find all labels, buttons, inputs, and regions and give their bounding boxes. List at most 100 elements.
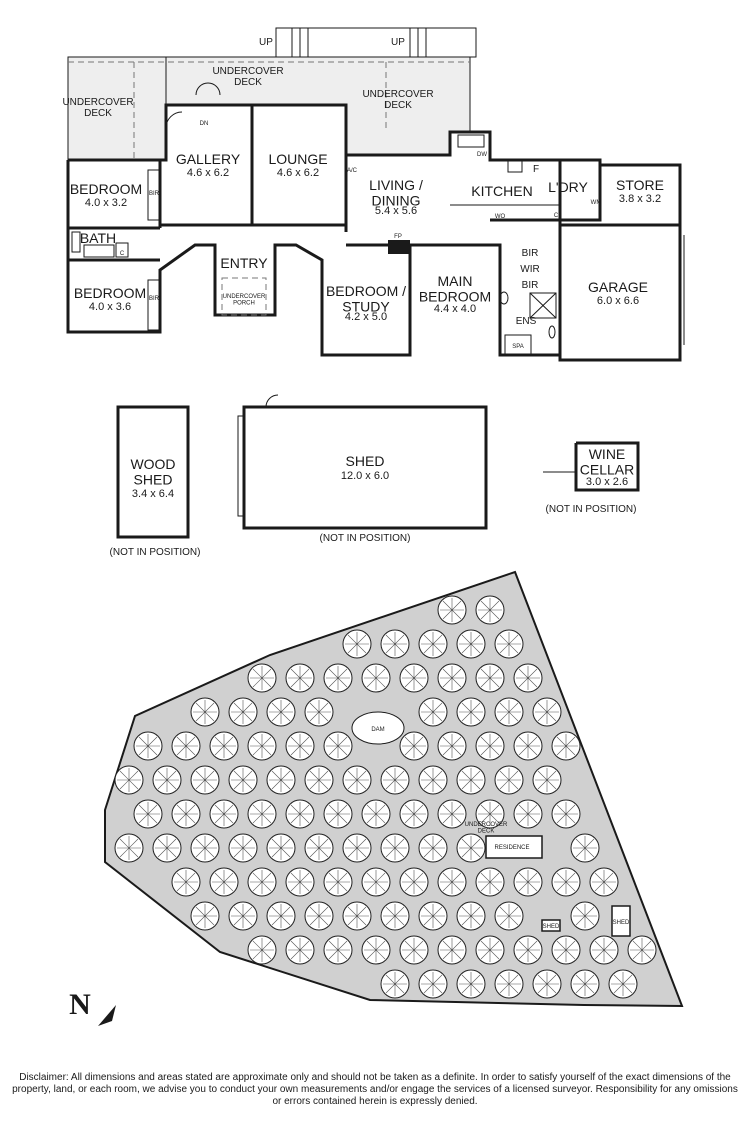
wm-label: WM — [591, 200, 602, 206]
bedroom1-name: BEDROOM — [70, 181, 142, 197]
tree-icon-detail — [573, 836, 597, 860]
tree-icon-detail — [383, 768, 407, 792]
f-label: F — [533, 164, 539, 175]
tree-icon-detail — [269, 700, 293, 724]
tree-icon-detail — [364, 802, 388, 826]
tree-icon-detail — [250, 734, 274, 758]
tree-icon-detail — [402, 734, 426, 758]
gallery-name: GALLERY — [176, 151, 241, 167]
tree-icon-detail — [554, 734, 578, 758]
tree-icon-detail — [307, 768, 331, 792]
shed-note: (NOT IN POSITION) — [320, 533, 411, 544]
bath-name: BATH — [80, 230, 116, 246]
tree-icon-detail — [212, 734, 236, 758]
tree-icon-detail — [345, 904, 369, 928]
tree-icon-detail — [497, 632, 521, 656]
fp-label: FP — [394, 234, 402, 240]
tree-icon-detail — [573, 972, 597, 996]
garage-name: GARAGE — [588, 279, 648, 295]
main-house — [66, 27, 685, 362]
bir-label-3: BIR — [522, 248, 539, 259]
tree-icon-detail — [516, 666, 540, 690]
tree-icon-detail — [383, 836, 407, 860]
tree-icon-detail — [516, 802, 540, 826]
garage-walls — [558, 223, 682, 362]
tree-icon-detail — [364, 870, 388, 894]
shed-dims: 12.0 x 6.0 — [341, 470, 389, 482]
tree-icon-detail — [326, 666, 350, 690]
tree-icon-detail — [554, 870, 578, 894]
wood-shed — [116, 405, 190, 539]
tree-icon-detail — [459, 836, 483, 860]
wine-cellar-dims: 3.0 x 2.6 — [586, 476, 628, 488]
tree-icon-detail — [421, 836, 445, 860]
residence-label: RESIDENCE — [494, 845, 529, 851]
bir-label-4: BIR — [522, 280, 539, 291]
tree-icon-detail — [231, 768, 255, 792]
tree-icon-detail — [459, 700, 483, 724]
tree-icon-detail — [250, 666, 274, 690]
tree-icon-detail — [307, 904, 331, 928]
tree-icon-detail — [516, 870, 540, 894]
tree-icon-detail — [554, 802, 578, 826]
tree-icon-detail — [364, 666, 388, 690]
spa-label: SPA — [512, 344, 524, 350]
tree-icon-detail — [440, 870, 464, 894]
wo-label: WO — [495, 214, 506, 220]
tree-icon-detail — [402, 870, 426, 894]
tree-icon-detail — [478, 802, 502, 826]
bedroom-study-dims: 4.2 x 5.0 — [345, 311, 387, 323]
tree-icon-detail — [288, 802, 312, 826]
tree-icon-detail — [497, 768, 521, 792]
wir-label: WIR — [520, 264, 539, 275]
bir-label-1: BIR — [149, 191, 160, 197]
tree-icon-detail — [288, 734, 312, 758]
trees — [114, 595, 657, 999]
tree-icon-detail — [288, 938, 312, 962]
ac-label: A/C — [347, 168, 358, 174]
tree-icon-detail — [592, 938, 616, 962]
tree-icon-detail — [117, 836, 141, 860]
wood-shed-dims: 3.4 x 6.4 — [132, 488, 174, 500]
tree-icon-detail — [459, 904, 483, 928]
tree-icon-detail — [269, 904, 293, 928]
tree-icon-detail — [459, 768, 483, 792]
tree-icon-detail — [326, 734, 350, 758]
gallery-dims: 4.6 x 6.2 — [187, 167, 229, 179]
tree-icon-detail — [421, 632, 445, 656]
tree-icon-detail — [250, 870, 274, 894]
tree-icon-detail — [288, 666, 312, 690]
tree-icon-detail — [231, 904, 255, 928]
tree-icon-detail — [231, 836, 255, 860]
tree-icon-detail — [345, 836, 369, 860]
tree-icon-detail — [402, 938, 426, 962]
tree-icon-detail — [497, 904, 521, 928]
tree-icon-detail — [535, 700, 559, 724]
tree-icon-detail — [155, 836, 179, 860]
tree-icon-detail — [573, 904, 597, 928]
tree-icon-detail — [212, 802, 236, 826]
shed-name: SHED — [346, 453, 385, 469]
north-letter: N — [69, 988, 91, 1021]
garage-dims: 6.0 x 6.6 — [597, 295, 639, 307]
tree-icon-detail — [345, 632, 369, 656]
tree-icon-detail — [611, 972, 635, 996]
tree-icon-detail — [345, 768, 369, 792]
lounge-dims: 4.6 x 6.2 — [277, 167, 319, 179]
tree-icon-detail — [307, 836, 331, 860]
site-shed-1 — [541, 919, 561, 932]
dam-label: DAM — [371, 727, 384, 733]
tree-icon-detail — [231, 700, 255, 724]
store-name: STORE — [616, 177, 664, 193]
tree-icon-detail — [516, 734, 540, 758]
tree-icon-detail — [212, 870, 236, 894]
north-arrow: N — [69, 988, 116, 1026]
tree-icon-detail — [459, 632, 483, 656]
up-label-1: UP — [259, 37, 273, 48]
dam — [351, 711, 405, 745]
tree-icon-detail — [307, 700, 331, 724]
